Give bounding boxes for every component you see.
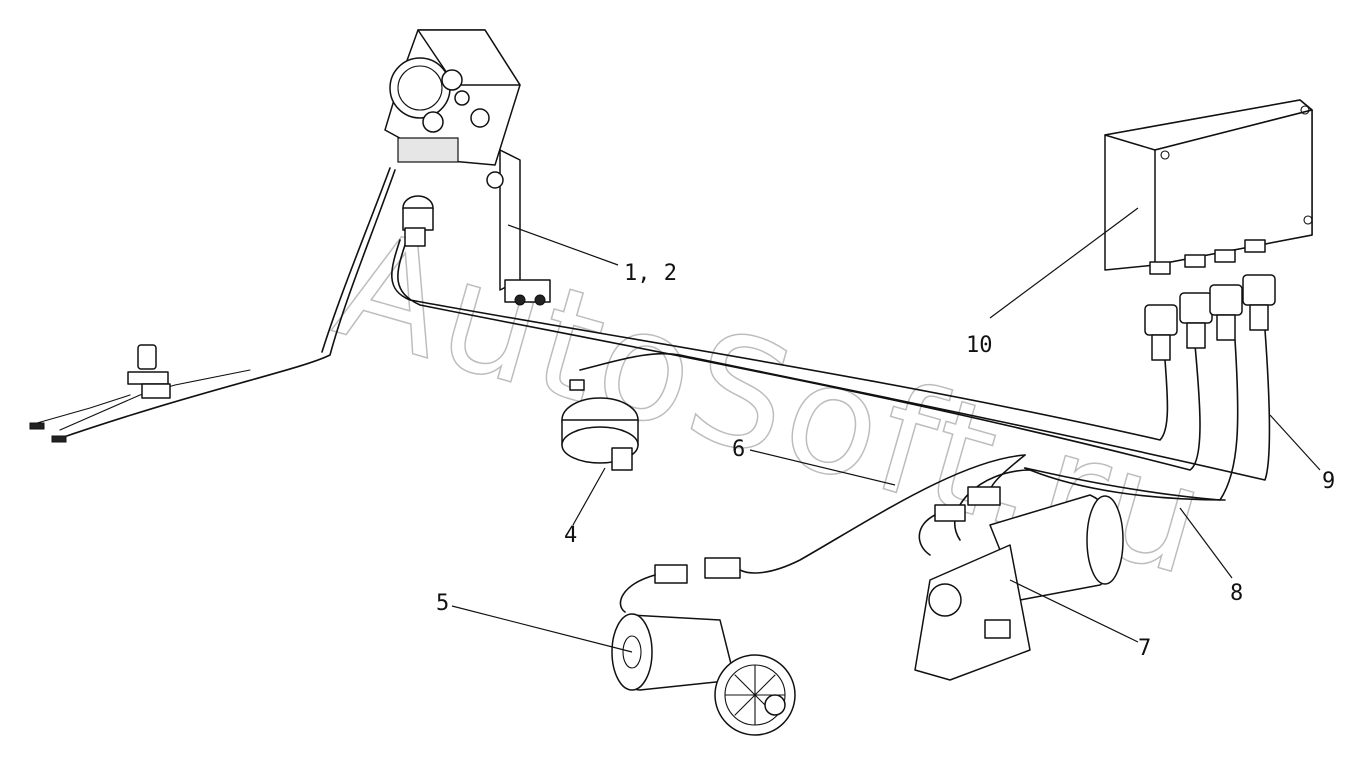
electronic-unit	[1104, 99, 1313, 275]
unit-connectors	[1144, 274, 1276, 361]
callout-1-2: 1, 2	[624, 261, 677, 286]
control-box	[384, 29, 551, 306]
callout-10: 10	[966, 333, 993, 358]
callout-8: 8	[1230, 581, 1243, 606]
callout-4: 4	[564, 523, 577, 548]
callout-9: 9	[1322, 469, 1335, 494]
wiper-motor-7	[914, 486, 1124, 681]
wiper-motor-5	[611, 557, 796, 736]
fuse-holder	[29, 344, 171, 443]
round-connector-top	[402, 195, 434, 247]
callout-6: 6	[732, 437, 745, 462]
callout-5: 5	[436, 591, 449, 616]
callout-7: 7	[1138, 636, 1151, 661]
pressure-sensor	[561, 379, 639, 471]
leader-lines	[451, 207, 1321, 653]
